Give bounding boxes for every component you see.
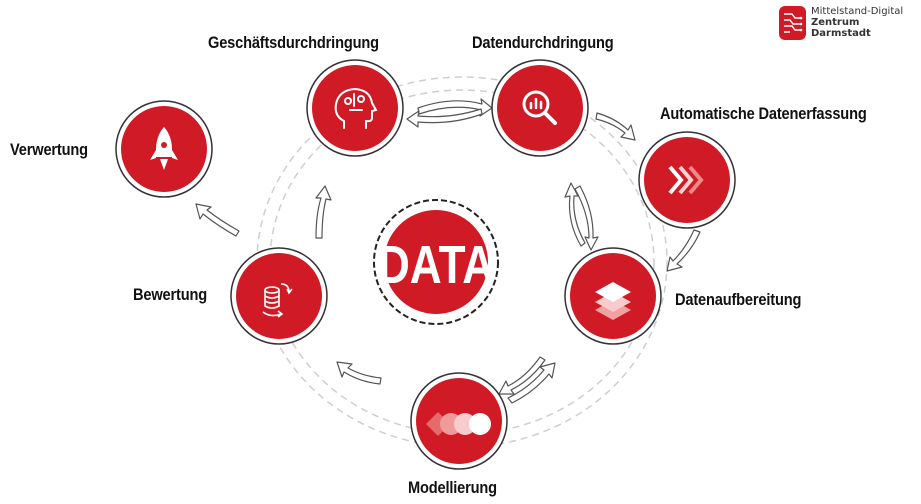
- label-aufbereitung: Datenaufbereitung: [675, 290, 802, 309]
- node-modellierung: [410, 372, 508, 470]
- node-daten: [491, 59, 589, 157]
- layers-icon: [595, 282, 631, 320]
- arrow-daten-to-geschaeft: [406, 108, 483, 128]
- node-verwertung: [115, 100, 213, 198]
- arrow-modellierung-to-aufbereitung: [507, 362, 556, 404]
- cycle-arrows: [195, 98, 701, 404]
- logo-line3: Darmstadt: [811, 28, 871, 39]
- center-data-label: DATA: [378, 235, 494, 295]
- center-data-node: DATA: [373, 199, 499, 325]
- node-automatisch: [638, 131, 736, 229]
- logo-line2: Zentrum: [811, 17, 860, 28]
- label-modellierung: Modellierung: [408, 478, 497, 497]
- arrow-aufbereitung-to-modellierung: [498, 356, 546, 395]
- node-geschaeft: [306, 59, 404, 157]
- label-geschaeft: Geschäftsdurchdringung: [208, 33, 379, 52]
- magnifier-chart-icon: [522, 90, 557, 125]
- circuit-logo-icon: [779, 6, 806, 40]
- arrow-aufbereitung-to-daten: [564, 182, 586, 247]
- arrow-modellierung-to-bewertung: [336, 361, 382, 385]
- arrow-bewertung-to-geschaeft: [315, 185, 332, 239]
- chevrons-right-icon: [668, 165, 704, 195]
- arrow-daten-to-automatisch: [595, 112, 636, 141]
- label-verwertung: Verwertung: [10, 140, 88, 159]
- arrow-automatisch-to-aufbereitung: [666, 229, 701, 272]
- node-bewertung: [230, 247, 328, 345]
- node-aufbereitung: [564, 247, 662, 345]
- head-ideas-icon: [334, 87, 378, 129]
- label-automatisch: Automatische Datenerfassung: [660, 104, 867, 123]
- logo-text: Mittelstand-Digital Zentrum Darmstadt: [811, 6, 903, 39]
- arrow-bewertung-to-verwertung: [195, 203, 240, 237]
- label-daten: Datendurchdringung: [472, 33, 614, 52]
- label-bewertung: Bewertung: [133, 285, 208, 304]
- rocket-icon: [150, 127, 178, 170]
- database-cycle-icon: [262, 283, 293, 318]
- logo-line1: Mittelstand-Digital: [811, 6, 904, 17]
- circles-icon: [426, 412, 491, 436]
- arrow-daten-to-aufbereitung: [574, 185, 599, 251]
